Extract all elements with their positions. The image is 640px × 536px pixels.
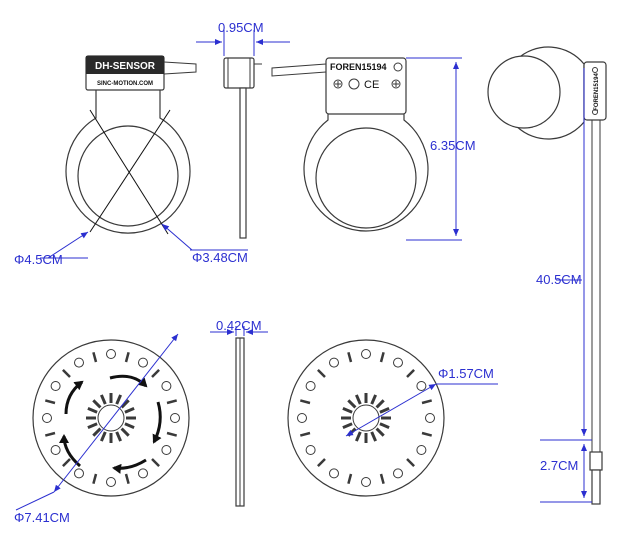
dim-leader-inner	[161, 223, 193, 251]
outer-slot	[406, 458, 415, 467]
rear-head	[325, 57, 407, 115]
sensor-rear-view: FOREN15194 CE 6.35CM	[271, 57, 476, 241]
sensor-label-strip	[86, 56, 164, 74]
outer-slot	[44, 431, 56, 437]
dim-disk-inner-diameter: Φ1.57CM	[438, 366, 494, 381]
connector-plug	[591, 469, 601, 505]
connector-body	[589, 451, 603, 471]
mount-hole	[329, 357, 339, 368]
dim-thickness: 0.42CM	[216, 318, 262, 333]
outer-slot	[317, 369, 326, 378]
cable-head-label: FOREN15194	[594, 72, 600, 110]
mount-hole	[297, 413, 307, 423]
dim-outer-diameter: Φ4.5CM	[14, 252, 63, 267]
mount-hole	[393, 468, 403, 479]
magnet-disk-arrows-view: Φ7.41CM	[14, 333, 190, 525]
dim-leader-outer	[47, 231, 89, 259]
outer-slot	[406, 369, 415, 378]
mount-hole	[361, 349, 371, 359]
sensor-sub-label: SINC-MOTION.COM	[97, 81, 153, 87]
outer-slot	[44, 399, 56, 405]
screw-left-icon	[333, 79, 343, 89]
sensor-cable-stub	[163, 61, 197, 75]
mount-hole	[329, 468, 339, 479]
cross-line-b	[89, 109, 171, 233]
disk-outer	[32, 339, 190, 497]
dim-connector-length: 2.7CM	[540, 458, 578, 473]
rear-cable-stub	[271, 63, 327, 77]
mount-hole	[305, 445, 316, 455]
dim-width: 0.95CM	[218, 20, 264, 35]
sensor-label-text: DH-SENSOR	[95, 61, 156, 72]
ce-mark: CE	[364, 79, 379, 91]
rear-inner-hole	[315, 127, 417, 229]
dim-height: 6.35CM	[430, 138, 476, 153]
mount-hole	[305, 381, 316, 391]
cable-ring-hole	[487, 55, 561, 129]
side-head	[223, 57, 255, 89]
side-plate	[239, 87, 247, 239]
outer-slot	[379, 351, 385, 363]
dim-inner-diameter: Φ3.48CM	[192, 250, 248, 265]
cert-circle-icon	[348, 78, 360, 90]
model-number: FOREN15194	[330, 62, 387, 72]
sensor-side-view: 0.95CM	[196, 20, 290, 239]
sensor-front-view: DH-SENSOR SINC-MOTION.COM Φ4.5CM Φ3.48CM	[14, 55, 248, 267]
outer-slot	[379, 473, 385, 485]
disk2-outer	[287, 339, 445, 497]
mount-hole	[361, 477, 371, 487]
disk-side-view: 0.42CM	[210, 318, 268, 507]
mount-hole	[416, 445, 427, 455]
dim-cable-length: 40.5CM	[536, 272, 582, 287]
sensor-inner-hole	[77, 125, 179, 227]
sensor-cable-view: FOREN15194 40.5CM 2.7CM	[487, 46, 607, 505]
magnet-disk-plain-view: Φ1.57CM	[287, 339, 498, 497]
outer-slot	[347, 351, 353, 363]
outer-slot	[347, 473, 353, 485]
mount-hole	[393, 357, 403, 368]
outer-slot	[317, 458, 326, 467]
outer-slot	[299, 431, 311, 437]
dim-disk-diameter: Φ7.41CM	[14, 510, 70, 525]
screw-right-icon	[391, 79, 401, 89]
mount-hole	[42, 413, 52, 423]
outer-slot	[299, 399, 311, 405]
